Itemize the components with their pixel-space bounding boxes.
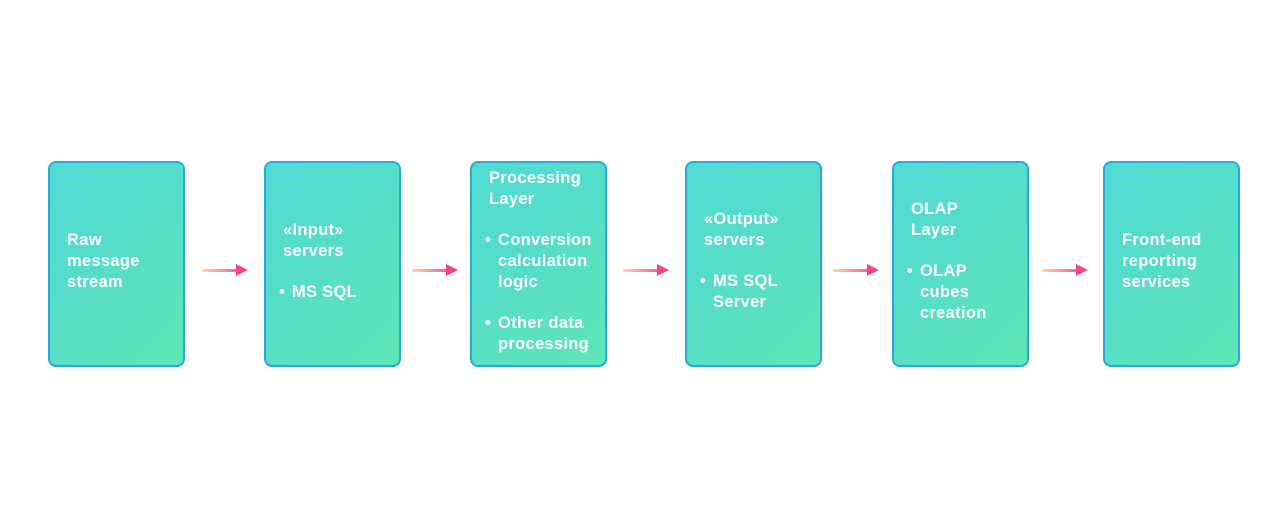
arrow-icon (833, 264, 879, 277)
bullet-item: • Other data processing (485, 313, 589, 355)
arrow-head-icon (236, 264, 248, 276)
box-heading: «Output» servers (704, 210, 779, 249)
bullet-dot: • (907, 261, 914, 280)
box-heading: «Input» servers (283, 220, 344, 260)
flow-box-raw-message-stream: Raw message stream (48, 161, 185, 367)
arrow-head-icon (446, 264, 458, 276)
arrow-line (1042, 269, 1078, 272)
arrow-head-icon (867, 264, 879, 276)
arrow-icon (1042, 264, 1088, 277)
box-heading: OLAP Layer (911, 199, 959, 239)
arrow-line (623, 269, 659, 272)
bullet-dot: • (485, 230, 492, 249)
flow-box-olap-layer: OLAP Layer • OLAP cubes creation (892, 161, 1029, 367)
box-heading: Raw message stream (67, 230, 140, 291)
box-heading: Front-end reporting services (1122, 230, 1202, 291)
arrow-icon (202, 264, 248, 277)
bullet-item: • OLAP cubes creation (907, 261, 987, 324)
arrow-line (412, 269, 448, 272)
arrow-line (833, 269, 869, 272)
flow-box-processing-layer: Processing Layer • Conversion calculatio… (470, 161, 607, 367)
arrow-head-icon (657, 264, 669, 276)
bullet-dot: • (700, 272, 707, 290)
bullet-dot: • (279, 282, 286, 301)
arrow-icon (412, 264, 458, 277)
bullet-text: Conversion calculation logic (498, 230, 592, 291)
flow-box-output-servers: «Output» servers • MS SQL Server (685, 161, 822, 367)
arrow-icon (623, 264, 669, 277)
bullet-item: • MS SQL Server (700, 271, 778, 313)
arrow-line (202, 269, 238, 272)
bullet-item: • MS SQL (279, 282, 357, 303)
bullet-text: MS SQL Server (713, 272, 779, 311)
flow-box-input-servers: «Input» servers • MS SQL (264, 161, 401, 367)
bullet-item: • Conversion calculation logic (485, 230, 592, 293)
bullet-dot: • (485, 313, 492, 332)
box-heading: Processing Layer (489, 168, 581, 208)
flow-box-front-end-reporting: Front-end reporting services (1103, 161, 1240, 367)
bullet-text: OLAP cubes creation (920, 261, 987, 322)
arrow-head-icon (1076, 264, 1088, 276)
bullet-text: Other data processing (498, 313, 590, 353)
bullet-text: MS SQL (292, 282, 358, 301)
